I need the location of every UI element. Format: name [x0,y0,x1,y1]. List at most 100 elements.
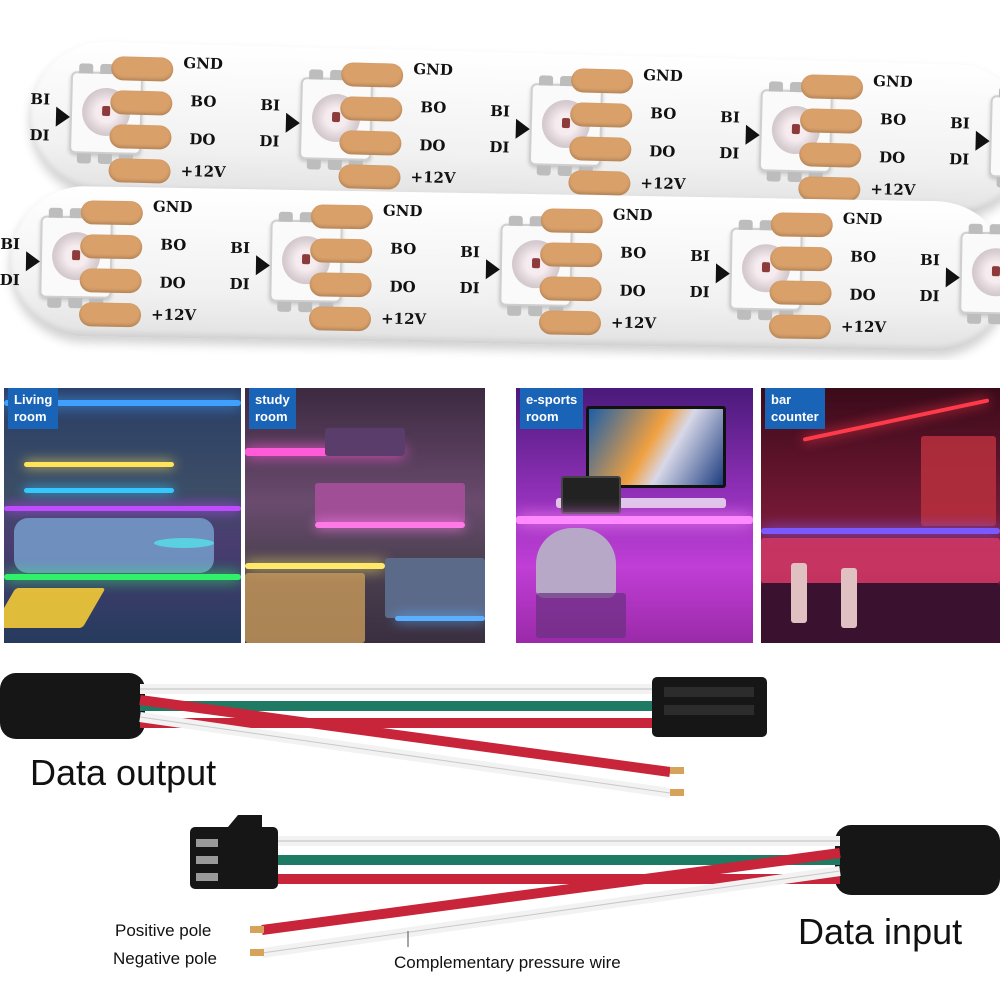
pad-label-bi: BI [690,246,711,266]
signal-direction-arrow-icon [255,255,271,276]
wires-graphic [0,673,1000,958]
solder-pad [769,246,833,272]
room-photo-living: Living room [4,388,241,643]
solder-pad [799,108,863,134]
pad-label-12v: +12V [840,317,887,337]
led-pin [968,223,983,234]
pad-label-do: DO [619,281,646,301]
pad-label-do: DO [419,136,446,155]
signal-direction-arrow-icon [515,118,531,140]
signal-direction-arrow-icon [285,112,301,134]
input-connector-pin [196,856,218,864]
pad-label-bi: BI [30,90,51,109]
pad-label-di: DI [0,270,20,290]
led-pin [996,177,1000,188]
led-pin [76,153,92,164]
pad-label-di: DI [229,274,250,294]
pad-label-bo: BO [190,92,217,111]
pad-label-di: DI [689,282,710,302]
solder-pad [110,90,173,116]
solder-pad [310,204,374,230]
solder-pad [798,142,862,168]
input-connector-latch [228,815,262,827]
output-connector-slot [664,687,754,697]
led-strip-image: GNDBODO+12VBIDIGNDBODO+12VBIDIGNDBODO+12… [0,0,1000,360]
room-label: bar counter [765,388,825,429]
solder-pad [539,276,602,302]
room-photo-study: study room [245,388,485,643]
input-red-wire [261,848,841,935]
solder-pad [568,170,631,196]
pad-label-bi: BI [230,238,251,258]
output-red-wire [139,695,671,777]
led-pin [278,211,293,222]
solder-pad [109,124,172,150]
solder-pad [769,280,832,306]
data-output-label: Data output [30,752,217,793]
led-pin [309,69,324,80]
room-label: Living room [8,388,59,429]
solder-pad [800,74,864,100]
led-pin [738,219,753,230]
pad-label-do: DO [389,277,416,297]
pad-label-di: DI [919,286,940,306]
pad-label-do: DO [649,142,676,161]
pad-label-do: DO [159,273,186,293]
input-wire-tip [250,949,264,956]
solder-pad [570,68,634,94]
pad-label-12v: +12V [380,309,427,329]
pad-label-bi: BI [719,108,741,127]
pad-label-12v: +12V [870,180,916,200]
led-strip-front: GNDBODO+12VBIDIGNDBODO+12VBIDIGNDBODO+12… [0,185,1000,353]
pad-label-di: DI [948,150,970,169]
complementary-pressure-wire-label: Complementary pressure wire [394,953,621,972]
solder-pad [540,208,603,234]
solder-pad [310,238,373,264]
solder-pad [539,242,603,268]
led-pin [768,81,784,92]
signal-direction-arrow-icon [25,251,41,272]
led-pin [989,224,1000,235]
pad-label-do: DO [849,285,876,305]
solder-pad [768,314,832,340]
pad-label-di: DI [489,138,510,157]
led-pin [277,301,292,312]
solder-pad [78,302,142,328]
wiring-diagram: Data output Data input Positive pole Neg… [0,655,1000,1000]
pad-label-bi: BI [460,242,481,262]
output-wire-tip [670,767,684,774]
led-pin [48,207,63,218]
pad-label-gnd: GND [872,72,913,92]
solder-pad [339,130,402,156]
signal-direction-arrow-icon [485,259,501,280]
pad-label-12v: +12V [610,313,657,333]
solder-pad [569,136,632,162]
output-wire-tip [670,789,684,796]
pad-label-do: DO [189,130,216,149]
solder-pad [339,96,403,122]
pad-label-gnd: GND [643,66,684,86]
output-white-wire-2-edge [139,716,671,794]
input-connector-pin [196,839,218,847]
room-label: study room [249,388,296,429]
pad-label-bo: BO [420,98,447,117]
solder-pad [79,268,142,294]
pad-label-12v: +12V [180,161,226,182]
led-pin [508,215,523,226]
led-pin [47,297,62,308]
solder-pad [569,102,633,128]
output-connector-slot [664,705,754,715]
output-sleeve [0,673,145,739]
solder-pad [110,56,174,82]
pad-label-gnd: GND [612,205,653,225]
solder-pad [338,164,401,190]
